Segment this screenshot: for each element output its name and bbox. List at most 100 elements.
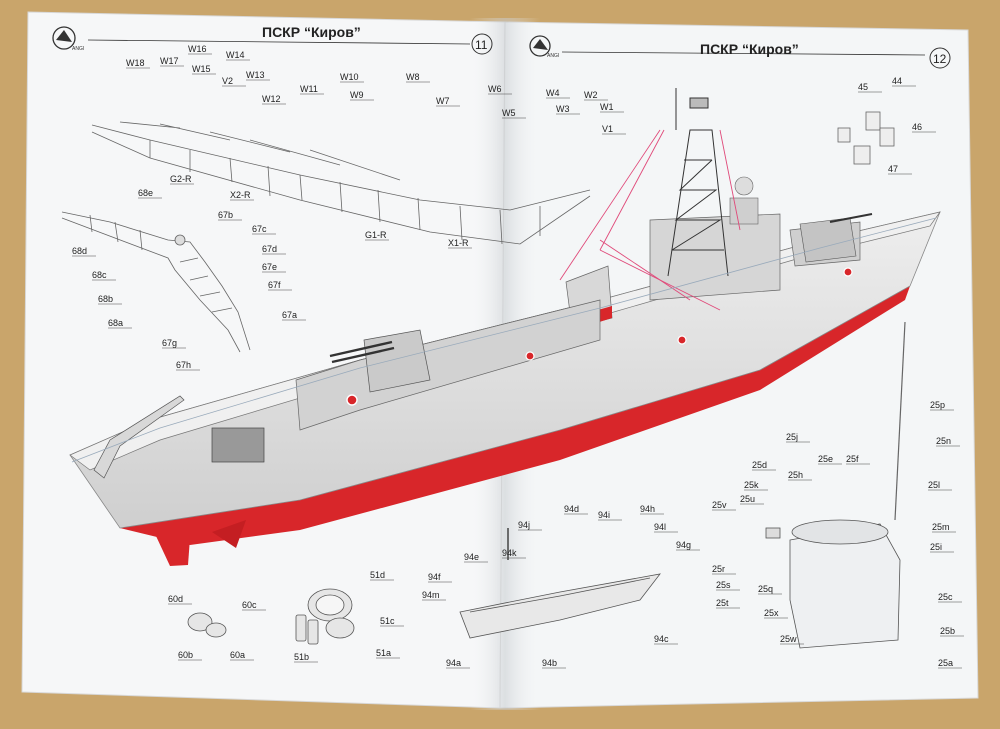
rudder [156,536,190,566]
left-logo-icon: ANGI [52,26,84,52]
small-parts-drawing [837,111,895,165]
callout-94m: 94m [422,590,440,600]
callout-25h: 25h [788,470,803,480]
callout-94h: 94h [640,504,655,514]
callout-W15: W15 [192,64,211,74]
callout-W10: W10 [340,72,359,82]
callout-25p: 25p [930,400,945,410]
callout-67f: 67f [268,280,281,290]
callout-68e: 68e [138,188,153,198]
callout-W13: W13 [246,70,265,80]
callout-G2-R: G2-R [170,174,192,184]
callout-W12: W12 [262,94,281,104]
callout-X1-R: X1-R [448,238,469,248]
rigging-lines [559,129,741,311]
callout-67h: 67h [176,360,191,370]
callout-94k: 94k [502,548,517,558]
callout-94e: 94e [464,552,479,562]
right-logo-icon: ANGI [529,35,559,59]
bollard-drawing [295,588,355,645]
callout-W7: W7 [436,96,450,106]
callout-25f: 25f [846,454,859,464]
callout-47: 47 [888,164,898,174]
right-logo-text: ANGI [547,53,559,59]
callout-G1-R: G1-R [365,230,387,240]
callout-51a: 51a [376,648,391,658]
callout-W6: W6 [488,84,502,94]
callout-44: 44 [892,76,902,86]
callout-25c: 25c [938,592,953,602]
callout-W17: W17 [160,56,179,66]
callout-68b: 68b [98,294,113,304]
callout-W5: W5 [502,108,516,118]
callout-25s: 25s [716,580,731,590]
callout-25w: 25w [780,634,797,644]
callout-W11: W11 [300,84,318,94]
callout-W16: W16 [188,44,207,54]
right-page-title: ПСКР “Киров” [700,41,799,57]
callout-W9: W9 [350,90,364,100]
callout-W18: W18 [126,58,145,68]
left-header: ANGI ПСКР “Киров” 11 [52,24,493,55]
callout-25e: 25e [818,454,833,464]
callout-25i: 25i [930,542,942,552]
callout-V2: V2 [222,76,233,86]
callout-25x: 25x [764,608,779,618]
callout-25t: 25t [716,598,729,608]
callout-W4: W4 [546,88,560,98]
right-page-number: 12 [933,52,947,66]
callout-51b: 51b [294,652,309,662]
callout-94i: 94i [598,510,610,520]
callout-94l: 94l [654,522,666,532]
funnel-parts-drawing [765,321,906,649]
callout-94j: 94j [518,520,530,530]
callout-25j: 25j [786,432,798,442]
left-page-title: ПСКР “Киров” [262,24,361,40]
callout-60c: 60c [242,600,257,610]
callout-94f: 94f [428,572,441,582]
left-logo-text: ANGI [72,46,84,52]
hull-red-underside [120,286,910,545]
callout-X2-R: X2-R [230,190,251,200]
callout-W14: W14 [226,50,245,60]
callout-25a: 25a [938,658,953,668]
right-header: ANGI ПСКР “Киров” 12 [529,35,951,69]
callout-V1: V1 [602,124,613,134]
callout-25k: 25k [744,480,759,490]
callout-60a: 60a [230,650,245,660]
callout-25n: 25n [936,436,951,446]
callout-25q: 25q [758,584,773,594]
callout-94g: 94g [676,540,691,550]
callout-67d: 67d [262,244,277,254]
callout-60d: 60d [168,594,183,604]
callout-94d: 94d [564,504,579,514]
callout-68a: 68a [108,318,123,328]
callout-W1: W1 [600,102,614,112]
callout-67e: 67e [262,262,277,272]
callout-68d: 68d [72,246,87,256]
callout-25v: 25v [712,500,727,510]
ship-drawing [69,88,941,566]
propeller [212,520,246,548]
callout-W3: W3 [556,104,570,114]
left-page-number: 11 [475,38,488,52]
lifeboat-drawing [459,528,661,639]
callout-51c: 51c [380,616,395,626]
callout-67a: 67a [282,310,297,320]
callout-25d: 25d [752,460,767,470]
callout-45: 45 [858,82,868,92]
callout-94a: 94a [446,658,461,668]
callout-51d: 51d [370,570,385,580]
callout-60b: 60b [178,650,193,660]
callout-25l: 25l [928,480,940,490]
mast-drawing [61,211,251,353]
callout-25r: 25r [712,564,725,574]
hull-frame-drawing [91,121,591,245]
callout-W8: W8 [406,72,420,82]
callout-67g: 67g [162,338,177,348]
callout-25u: 25u [740,494,755,504]
callout-W2: W2 [584,90,598,100]
